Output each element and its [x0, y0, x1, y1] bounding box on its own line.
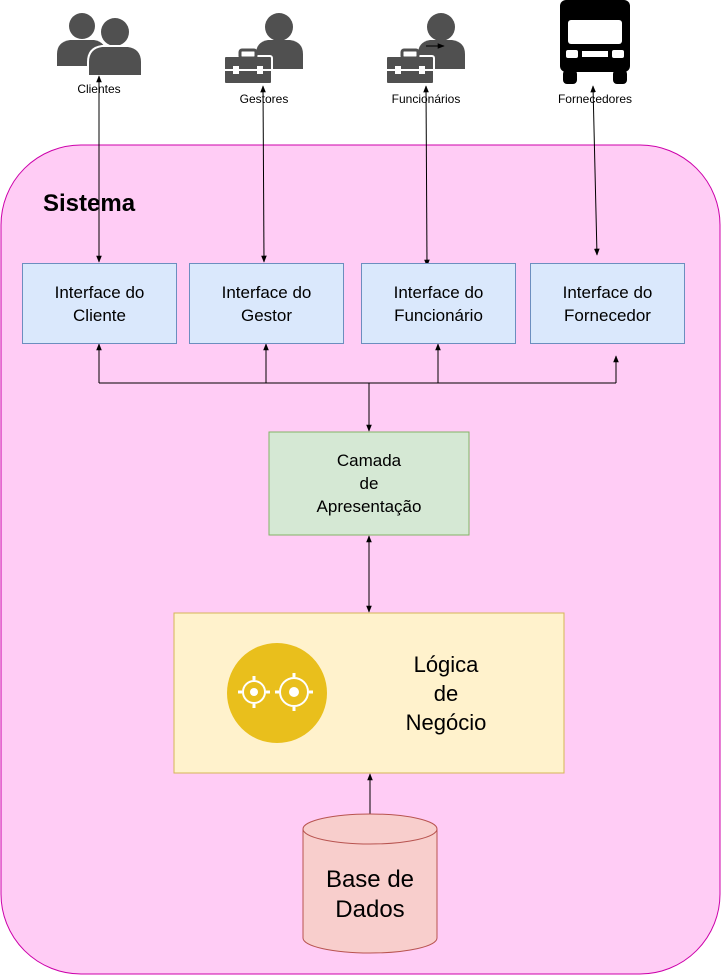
presentation-box [268, 431, 470, 536]
interface-funcionario: Interface do Funcionário [361, 263, 516, 344]
actor-label-clientes: Clientes [77, 82, 121, 96]
connector-funcionarios [423, 85, 430, 267]
gears-icon [227, 643, 327, 743]
interface-fornecedor: Interface do Fornecedor [530, 263, 685, 344]
business-logic-label: Lógica de Negócio [405, 651, 487, 735]
truck-icon [560, 0, 630, 84]
database-cylinder [302, 813, 438, 954]
interface-gestor: Interface do Gestor [189, 263, 344, 344]
database-label: Base de Dados [325, 866, 415, 923]
two-users-icon [57, 13, 143, 77]
connector-gestores [260, 85, 267, 263]
worker-briefcase-icon [385, 13, 465, 85]
presentation-label: Camada de Apresentação [316, 451, 422, 516]
actor-label-funcionarios: Funcionários [391, 92, 461, 106]
actor-label-gestores: Gestores [239, 92, 289, 106]
interface-cliente: Interface do Cliente [22, 263, 177, 344]
actor-label-fornecedores: Fornecedores [557, 92, 633, 106]
connector-fornecedores [590, 85, 600, 256]
system-title: Sistema [43, 190, 136, 217]
manager-briefcase-icon [223, 13, 303, 85]
